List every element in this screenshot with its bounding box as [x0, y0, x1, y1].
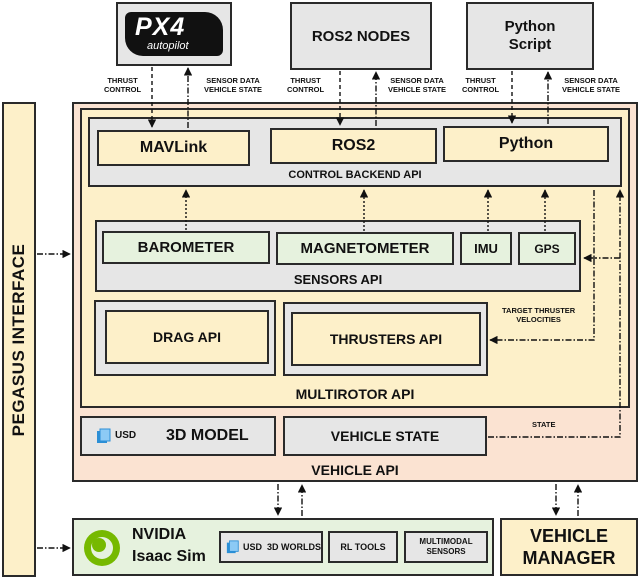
- sensors-api-title: SENSORS API: [293, 272, 383, 287]
- px4-logo-subtext: autopilot: [147, 40, 189, 52]
- px4-logo: PX4 autopilot: [125, 12, 223, 56]
- px4-autopilot-box: PX4 autopilot: [116, 2, 232, 66]
- imu-box: IMU: [460, 232, 512, 265]
- drag-api-label: DRAG API: [153, 329, 221, 345]
- usd-worlds-label: USD: [243, 542, 263, 552]
- barometer-label: BAROMETER: [137, 239, 235, 256]
- vehicle-manager-box: VEHICLE MANAGER: [500, 518, 638, 576]
- usd-icon: [96, 428, 112, 444]
- usd-label: USD: [115, 430, 137, 441]
- python-label: Python: [498, 135, 554, 152]
- mavlink-box: MAVLink: [97, 130, 250, 166]
- nvidia-isaac-logo-icon: [82, 528, 122, 568]
- magnetometer-box: MAGNETOMETER: [276, 232, 454, 265]
- state-label: STATE: [532, 420, 556, 429]
- isaac-sim-label: Isaac Sim: [132, 548, 206, 565]
- ros2-label: ROS2: [331, 137, 376, 154]
- pegasus-interface-box: PEGASUS INTERFACE: [2, 102, 36, 577]
- rl-tools-label: RL TOOLS: [340, 542, 386, 552]
- imu-label: IMU: [474, 241, 498, 256]
- ros2-nodes-box: ROS2 NODES: [290, 2, 432, 70]
- vehicle-manager-label-1: VEHICLE: [529, 526, 608, 546]
- vehicle-manager-label-2: MANAGER: [522, 548, 616, 568]
- rl-tools-box: RL TOOLS: [328, 531, 398, 563]
- vehicle-state-label: VEHICLE STATE: [330, 428, 440, 444]
- gps-label: GPS: [534, 241, 560, 256]
- 3d-model-label: 3D MODEL: [166, 427, 249, 444]
- python-script-label-1: Python: [504, 18, 556, 35]
- vehicle-state-box: VEHICLE STATE: [283, 416, 487, 456]
- barometer-box: BAROMETER: [102, 231, 270, 264]
- pegasus-interface-label: PEGASUS INTERFACE: [9, 243, 28, 436]
- thrusters-api-label: THRUSTERS API: [329, 331, 443, 347]
- usd-worlds-icon: [226, 540, 240, 554]
- python-box: Python: [443, 126, 609, 162]
- multimodal-sensors-box: MULTIMODAL SENSORS: [404, 531, 488, 563]
- px4-logo-text: PX4: [135, 13, 186, 41]
- nvidia-label: NVIDIA: [132, 526, 187, 543]
- magnetometer-label: MAGNETOMETER: [300, 240, 430, 257]
- 3d-worlds-box: USD 3D WORLDS: [219, 531, 323, 563]
- control-backend-api-title: CONTROL BACKEND API: [288, 169, 422, 181]
- multimodal-label-1: MULTIMODAL: [419, 537, 473, 546]
- gps-box: GPS: [518, 232, 576, 265]
- 3d-model-box: USD 3D MODEL: [80, 416, 276, 456]
- 3d-worlds-label: 3D WORLDS: [267, 542, 321, 552]
- ros2-box: ROS2: [270, 128, 437, 164]
- multimodal-label-2: SENSORS: [426, 547, 466, 556]
- python-script-label-2: Script: [508, 36, 552, 53]
- thrusters-api-box: THRUSTERS API: [291, 312, 481, 366]
- multirotor-api-title: MULTIROTOR API: [295, 386, 415, 402]
- mavlink-label: MAVLink: [139, 139, 208, 156]
- ros2-nodes-label: ROS2 NODES: [311, 27, 411, 45]
- vehicle-api-title: VEHICLE API: [311, 462, 399, 478]
- python-script-box: Python Script: [466, 2, 594, 70]
- drag-api-box: DRAG API: [105, 310, 269, 364]
